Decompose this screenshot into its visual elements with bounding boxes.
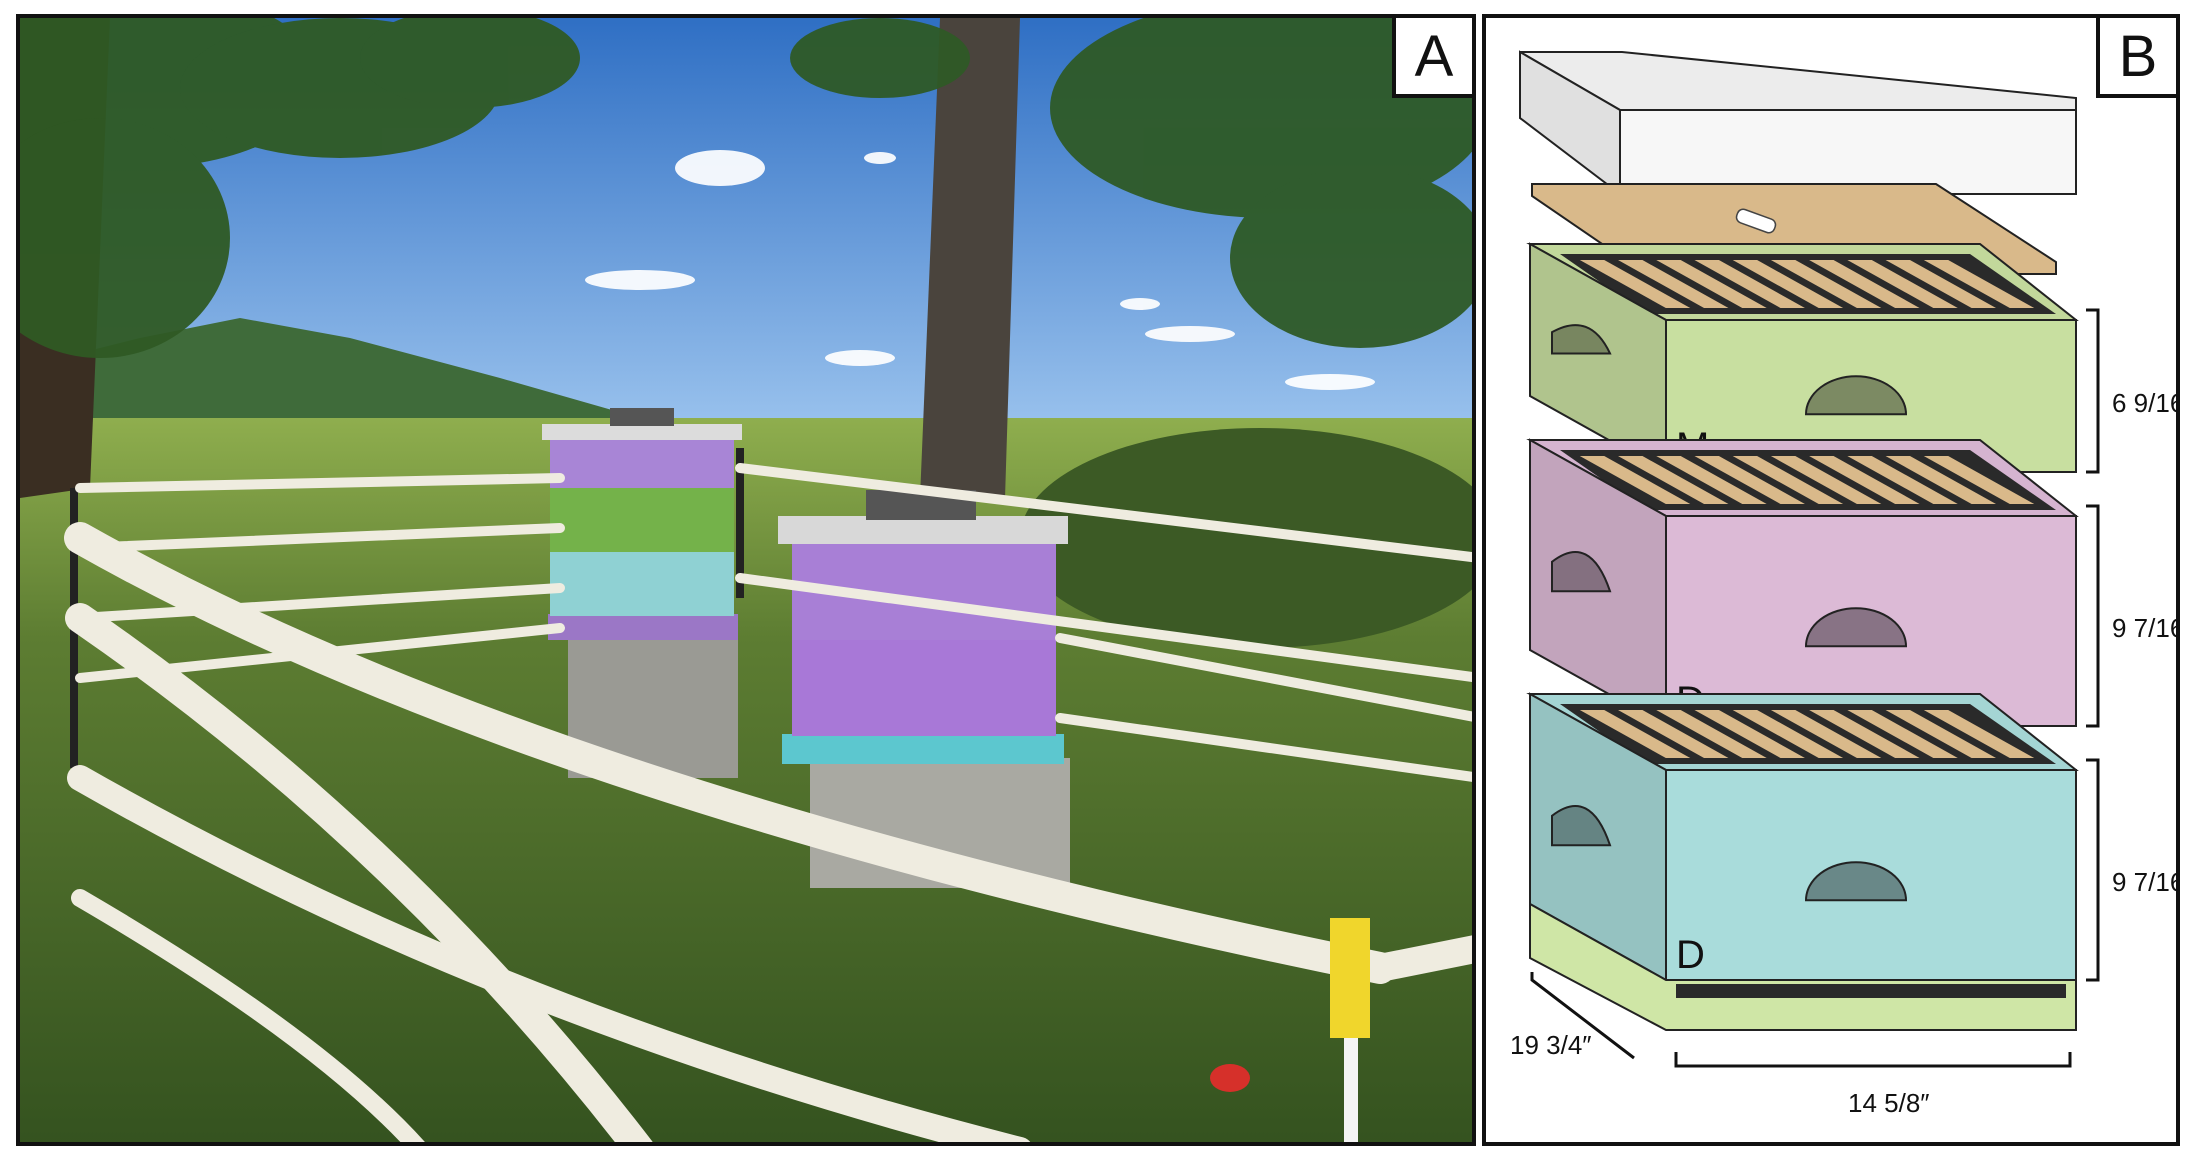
right-tree-foliage [790,18,1472,348]
panel-a-label: A [1392,18,1472,98]
height-bracket [2086,308,2100,474]
right-hive [778,490,1070,888]
width-label: 14 5/8″ [1848,1088,1930,1118]
frame-bar [1885,260,1996,308]
center-tree-trunk [920,18,1020,498]
frame-bar [1579,456,1691,504]
height-bracket [2086,758,2100,982]
frame-bar [1656,710,1767,758]
height-bracket [2086,504,2100,728]
frame-bar [1770,456,1882,504]
frame-bar [1694,456,1805,504]
frame-bar [1923,260,2035,308]
frame-bar [1732,456,1844,504]
frame-bar [1809,456,1920,504]
handhold-side [1551,805,1612,847]
fence-insulator [1330,918,1370,1038]
handhold-side [1551,324,1612,355]
frame-bar [1885,710,1996,758]
clouds [585,150,1375,390]
handhold [1804,375,1908,416]
height-label: 9 7/16″ [2112,613,2180,643]
frame-bar [1694,260,1805,308]
frame-bar [1847,260,1958,308]
bottom-entrance [1676,984,2066,998]
outer-cover-front [1619,109,2077,195]
photo-panel: A [16,14,1476,1146]
frame-bar [1809,260,1920,308]
frame-bar [1579,710,1691,758]
handhold [1804,607,1908,648]
apiary-photo [20,18,1472,1142]
fence-tape [64,463,1472,1142]
frame-bar [1579,260,1691,308]
fence-post [1344,1038,1358,1142]
height-label: 9 7/16″ [2112,867,2180,897]
bottom-board [1529,902,2077,1031]
shrubs [1020,428,1472,648]
frame-bar [1618,456,1729,504]
frame-bar [1656,260,1767,308]
frame-bar [1885,456,1996,504]
height-label: 6 9/16″ [2112,388,2180,418]
frame-bar [1809,710,1920,758]
frame-bar [1847,710,1958,758]
frame-bar [1694,710,1805,758]
frame-bar [1923,456,2035,504]
frame-bar [1770,260,1882,308]
width-bracket [1674,1052,2072,1068]
inner-cover-hole [1735,208,1777,234]
diagram-panel: M6 9/16″D9 7/16″D9 7/16″19 3/4″14 5/8″ B [1482,14,2180,1146]
depth-label: 19 3/4″ [1510,1030,1592,1060]
left-tree-foliage [20,18,580,358]
frame-bar [1732,260,1844,308]
box-letter: D [1676,933,1705,977]
frame-bar [1618,260,1729,308]
depth-bracket [1530,972,1635,1060]
fence-post [736,448,744,598]
hive-diagram: M6 9/16″D9 7/16″D9 7/16″19 3/4″14 5/8″ [1510,50,2180,1118]
frame-bar [1847,456,1958,504]
left-hive [542,408,742,778]
frame-bar [1923,710,2035,758]
frame-bar [1770,710,1882,758]
red-flowers [1210,1064,1250,1092]
mountain [20,318,720,438]
handhold-side [1551,551,1612,593]
frame-bar [1656,456,1767,504]
handhold [1804,861,1908,902]
frame-bar [1732,710,1844,758]
panel-b-label: B [2096,18,2176,98]
frame-bar [1618,710,1729,758]
